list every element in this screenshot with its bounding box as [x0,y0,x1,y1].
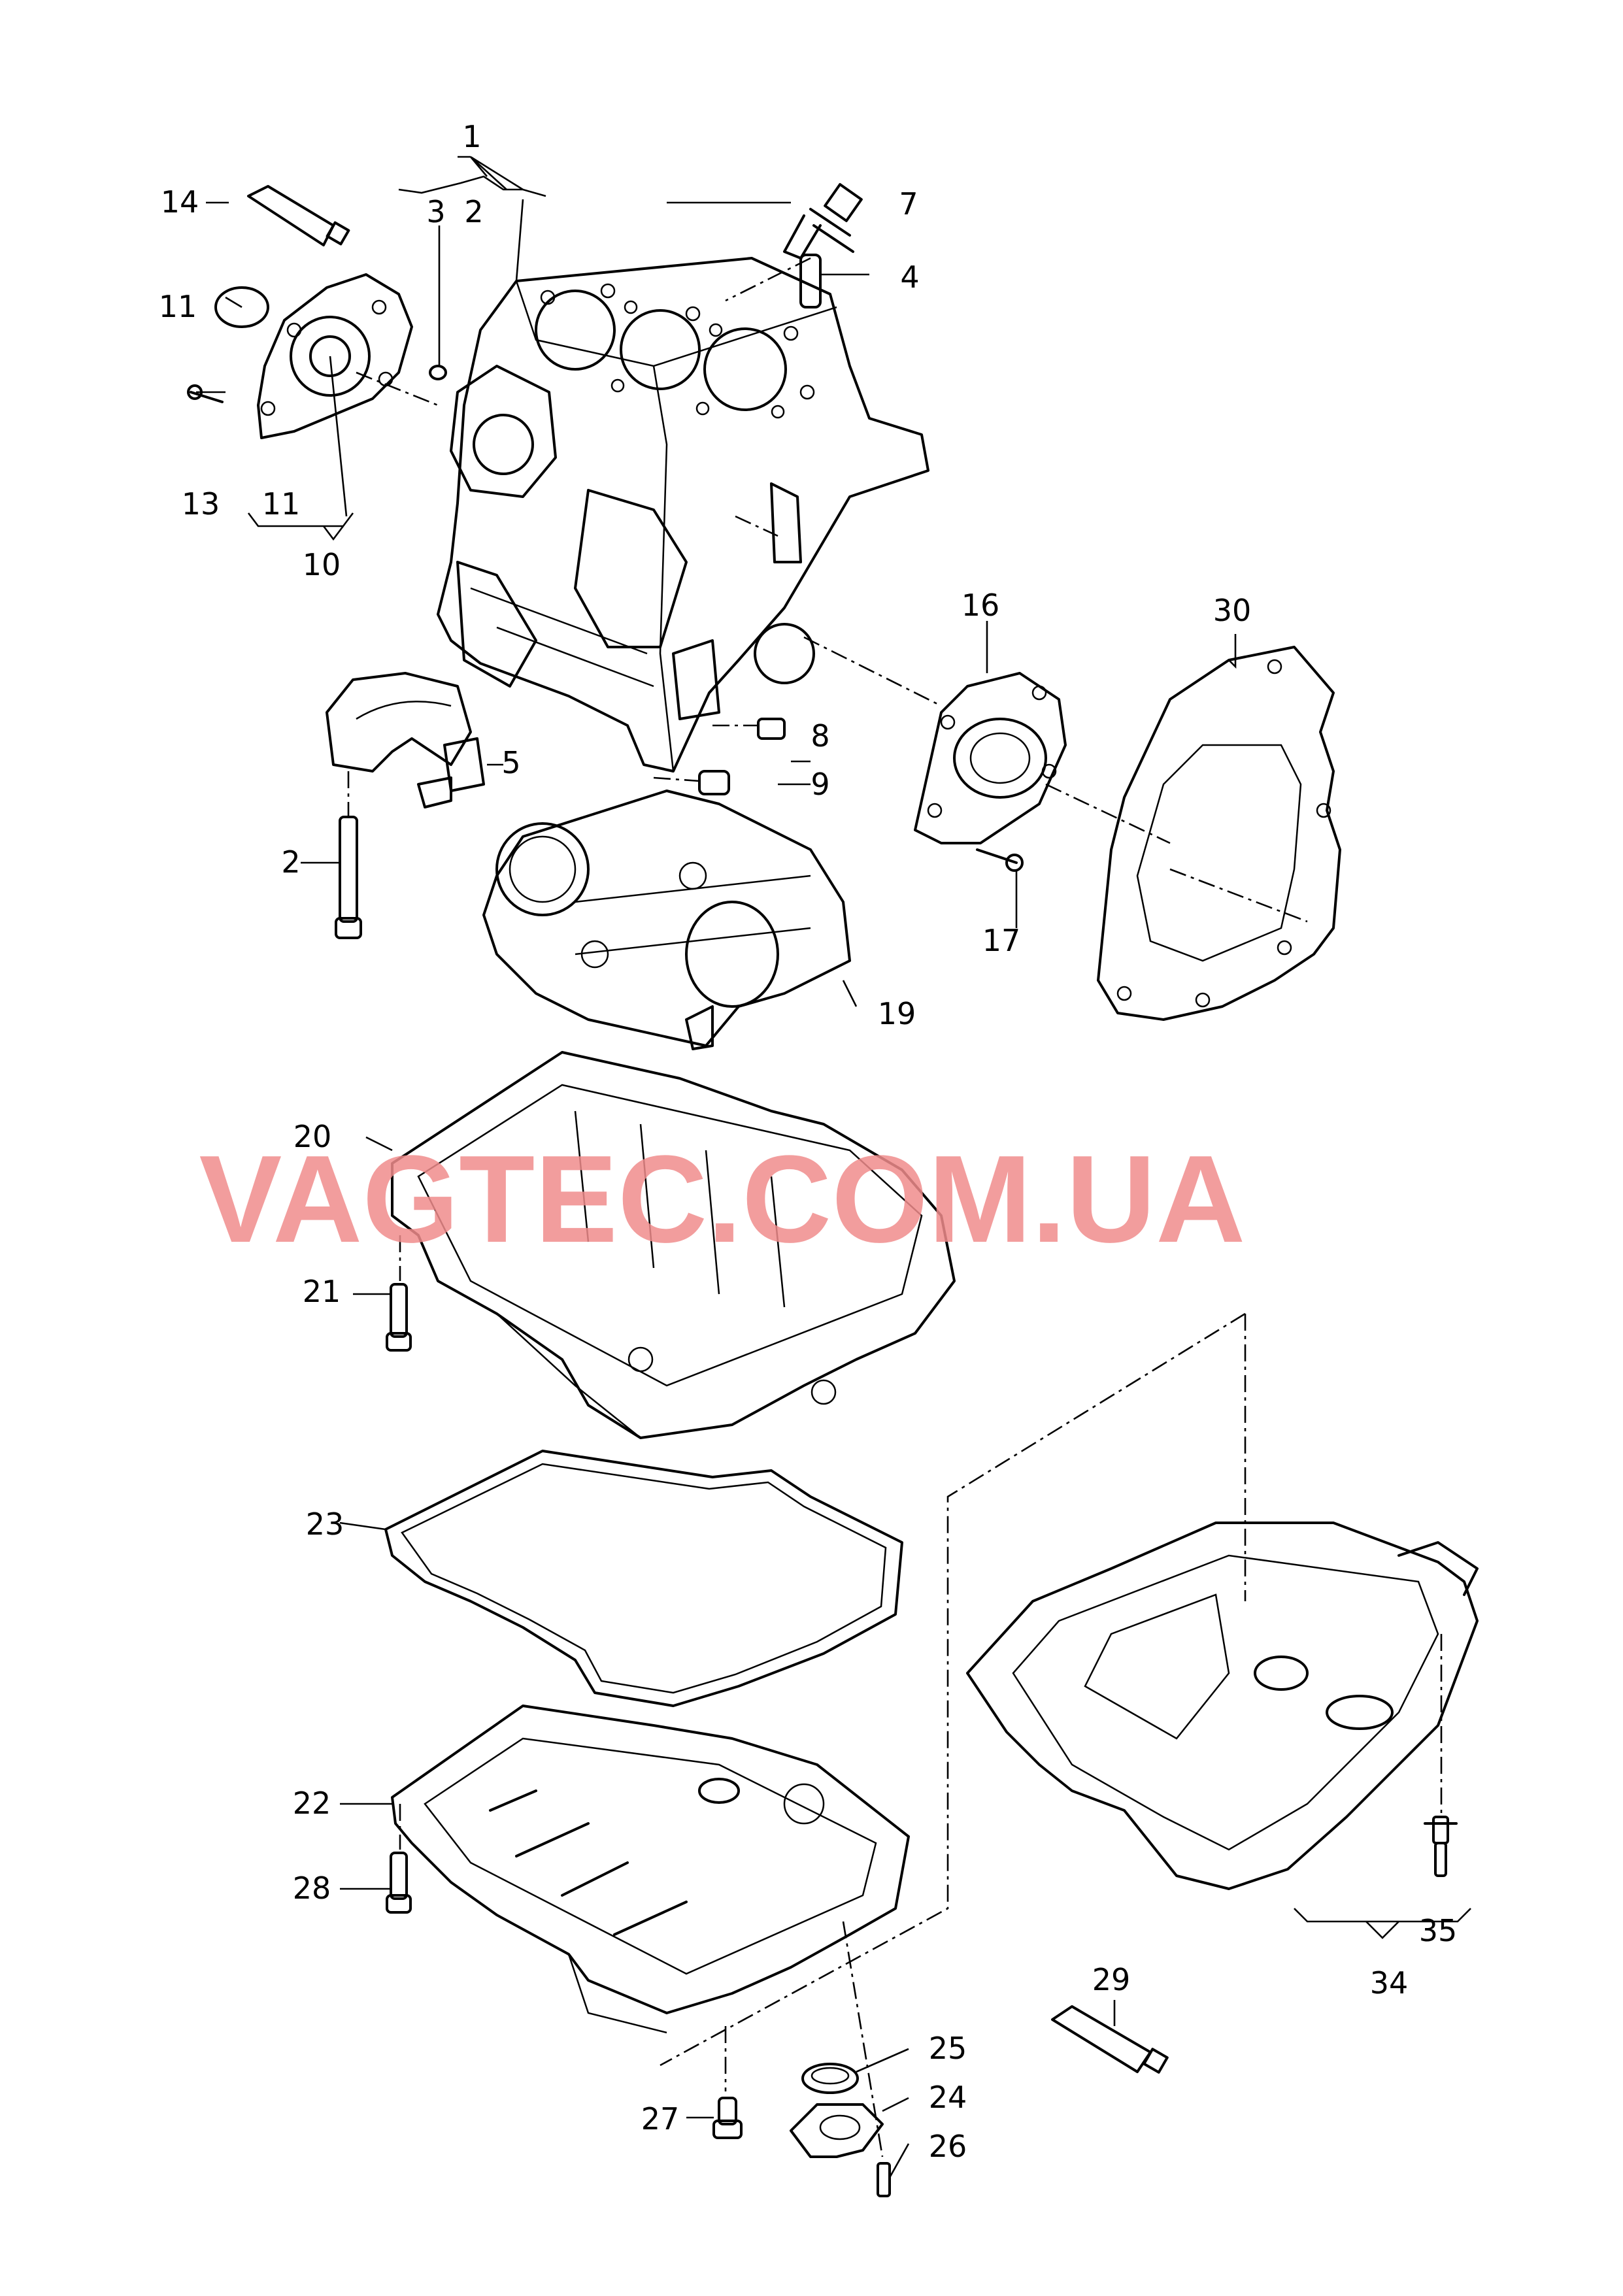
callout-16: 16 [962,588,1000,623]
callout-4: 4 [900,259,919,295]
callout-21: 21 [303,1274,341,1309]
callout-9: 9 [811,767,829,802]
callout-3: 3 [426,194,445,229]
upper-oil-pan [391,1051,956,1439]
bolt-13 [187,384,224,403]
tube-sealant-29 [1051,2005,1169,2074]
cylinder-block [437,257,929,773]
callout-23: 23 [306,1506,344,1542]
callout-7: 7 [899,186,918,222]
callout-10: 10 [303,547,341,582]
callout-27: 27 [641,2101,680,2137]
callout-17: 17 [982,923,1021,958]
seal-ring-25 [801,2063,859,2094]
oil-pan-gasket [384,1450,903,1707]
leader-lines [196,156,1471,2177]
intermediate-plate [1097,646,1341,1021]
callout-28: 28 [293,1871,331,1906]
watermark: VAGTEC.COM.UA [199,1130,1246,1269]
drain-plug-27 [712,2097,743,2139]
bolt-26 [877,2162,891,2197]
callout-24: 24 [929,2080,967,2115]
cover-24 [790,2103,884,2158]
callout-8: 8 [811,718,829,754]
bolt-2 [335,816,362,939]
callout-25: 25 [929,2031,967,2066]
bolt-21 [386,1283,412,1352]
assembly-lines [347,257,1443,2157]
seal-flange-right [914,672,1067,844]
callout-30: 30 [1213,593,1252,628]
callout-2-top: 2 [464,194,483,229]
callout-19: 19 [878,996,916,1031]
o-ring-11 [214,286,269,328]
callout-29: 29 [1092,1962,1131,1997]
fitting-35 [1424,1816,1458,1877]
bolt-17 [976,848,1024,872]
callout-1: 1 [462,119,481,154]
dowel-4 [799,254,822,308]
callout-26: 26 [929,2129,967,2164]
lower-oil-pan [391,1705,910,2034]
sensor-5 [417,737,485,808]
callout-2-left: 2 [281,844,300,880]
callout-34: 34 [1370,1965,1409,2001]
bolt-7 [783,183,863,259]
balance-shaft-module [482,790,851,1050]
plug-9 [698,770,730,795]
callout-20: 20 [293,1119,332,1154]
bearing-cap [326,672,472,773]
callout-13: 13 [182,486,220,522]
tube-sealant-14 [247,185,350,246]
callout-35: 35 [1419,1913,1458,1948]
callout-labels: 1 2 3 7 4 14 11 13 11 10 16 30 8 9 5 2 1… [159,119,1458,2164]
plug-8 [757,718,786,740]
bolt-28 [386,1852,412,1914]
oil-pan-alternative [966,1522,1479,1890]
callout-11-bottom: 11 [262,486,301,522]
plug-3 [429,365,447,380]
callout-14: 14 [161,184,199,220]
callout-5: 5 [501,745,520,780]
seal-flange-left [257,273,413,439]
callout-11-top: 11 [159,289,197,324]
callout-22: 22 [293,1786,331,1821]
